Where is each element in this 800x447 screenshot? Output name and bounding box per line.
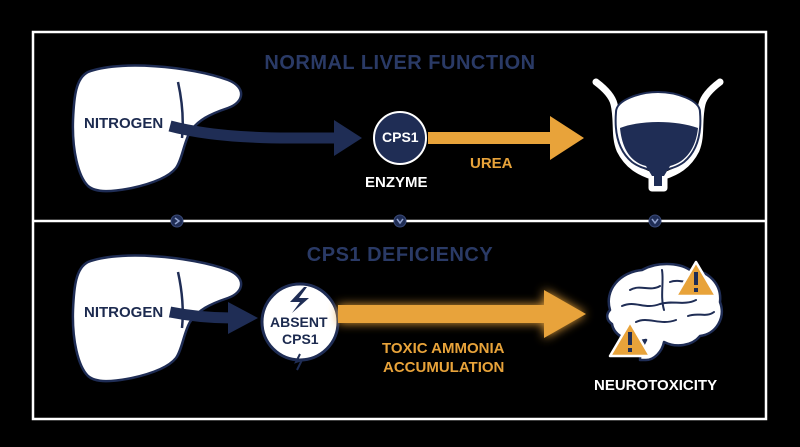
urea-label: UREA	[470, 155, 513, 172]
nitrogen-arrowhead	[334, 120, 362, 156]
nitrogen-arrow	[168, 306, 233, 324]
divider-node-left-icon	[170, 214, 184, 228]
ammonia-arrow	[338, 305, 548, 323]
crack-icon	[294, 353, 304, 371]
bottom-panel-title: CPS1 DEFICIENCY	[306, 244, 494, 266]
divider-node-mid-icon	[393, 214, 407, 228]
top-panel-title: NORMAL LIVER FUNCTION	[264, 52, 536, 74]
nitrogen-arrow	[168, 120, 340, 144]
enzyme-caption: ENZYME	[365, 174, 428, 191]
urea-arrow	[428, 132, 554, 144]
absent-label-line2: CPS1	[282, 331, 319, 347]
bladder-icon	[592, 78, 724, 192]
cps1-enzyme-circle	[373, 111, 427, 165]
neurotoxicity-label: NEUROTOXICITY	[594, 377, 718, 394]
toxic-label-line1: TOXIC AMMONIA	[382, 340, 505, 357]
urea-arrowhead	[550, 116, 584, 160]
outer-frame	[31, 30, 768, 421]
liver-icon	[71, 254, 243, 383]
warning-icon	[674, 260, 718, 298]
warning-icon	[608, 320, 652, 358]
ammonia-arrowhead	[544, 290, 586, 338]
toxic-label-line2: ACCUMULATION	[383, 359, 505, 376]
divider-node-right-icon	[648, 214, 662, 228]
top-liver-label: NITROGEN	[84, 115, 164, 132]
bottom-liver-label: NITROGEN	[84, 304, 164, 321]
absent-label-line1: ABSENT	[270, 314, 328, 330]
lightning-icon	[290, 287, 309, 313]
nitrogen-arrowhead	[228, 302, 258, 334]
cps1-circle-label: CPS1	[382, 129, 419, 145]
